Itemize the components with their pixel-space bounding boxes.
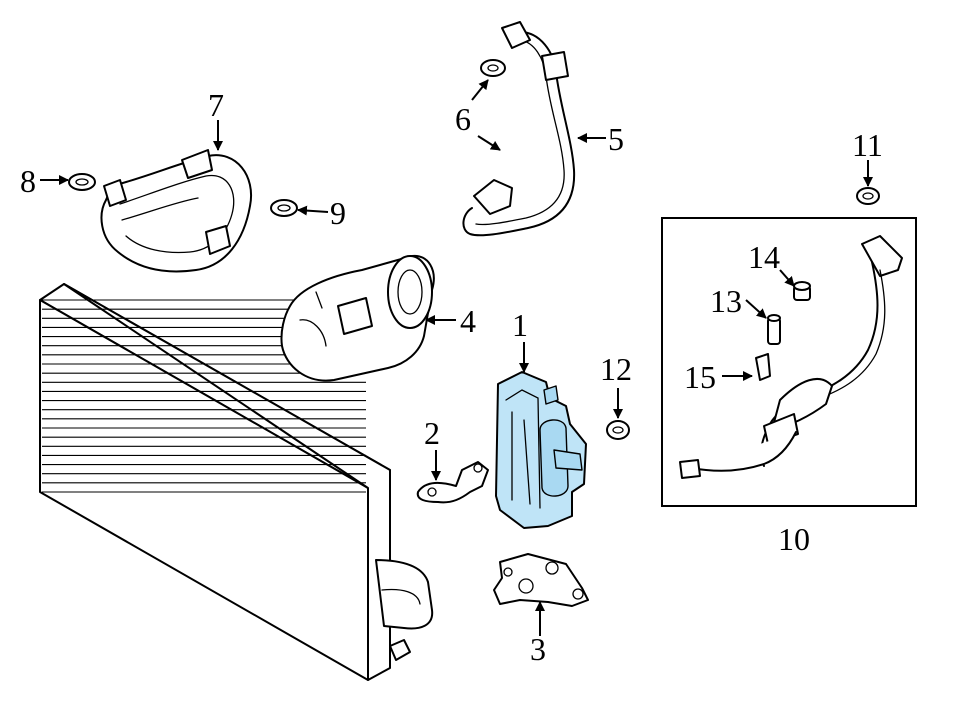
callout-7: 7 (208, 87, 224, 123)
condenser-part (39, 283, 434, 681)
callout-4: 4 (460, 303, 476, 339)
compressor-part (280, 254, 435, 382)
receiver-drier-module-part (495, 371, 587, 529)
callout-8: 8 (20, 163, 36, 199)
bracket-part (416, 461, 489, 504)
callout-1: 1 (512, 307, 528, 343)
callout-arrows (40, 79, 873, 636)
liquid-line-part (679, 235, 903, 479)
mounting-plate-part (493, 553, 589, 607)
o-ring-12 (606, 420, 630, 440)
callout-12: 12 (600, 351, 632, 387)
callout-6: 6 (455, 101, 471, 137)
part-10-box (661, 217, 917, 507)
callout-11: 11 (852, 127, 883, 163)
callout-9: 9 (330, 195, 346, 231)
callout-13: 13 (710, 283, 742, 319)
callout-15: 15 (684, 359, 716, 395)
suction-hose-part (100, 149, 253, 273)
callout-2: 2 (424, 415, 440, 451)
switch-15 (755, 353, 771, 381)
callout-labels: 1 2 3 4 5 6 7 8 9 10 11 12 13 14 15 (20, 87, 883, 667)
callout-3: 3 (530, 631, 546, 667)
o-ring-9 (270, 199, 298, 217)
callout-14: 14 (748, 239, 780, 275)
o-ring-6a (480, 59, 506, 77)
callout-10: 10 (778, 521, 810, 557)
o-ring-8 (68, 173, 96, 191)
o-ring-11 (856, 187, 880, 205)
callout-5: 5 (608, 121, 624, 157)
discharge-hose-part (462, 21, 576, 237)
